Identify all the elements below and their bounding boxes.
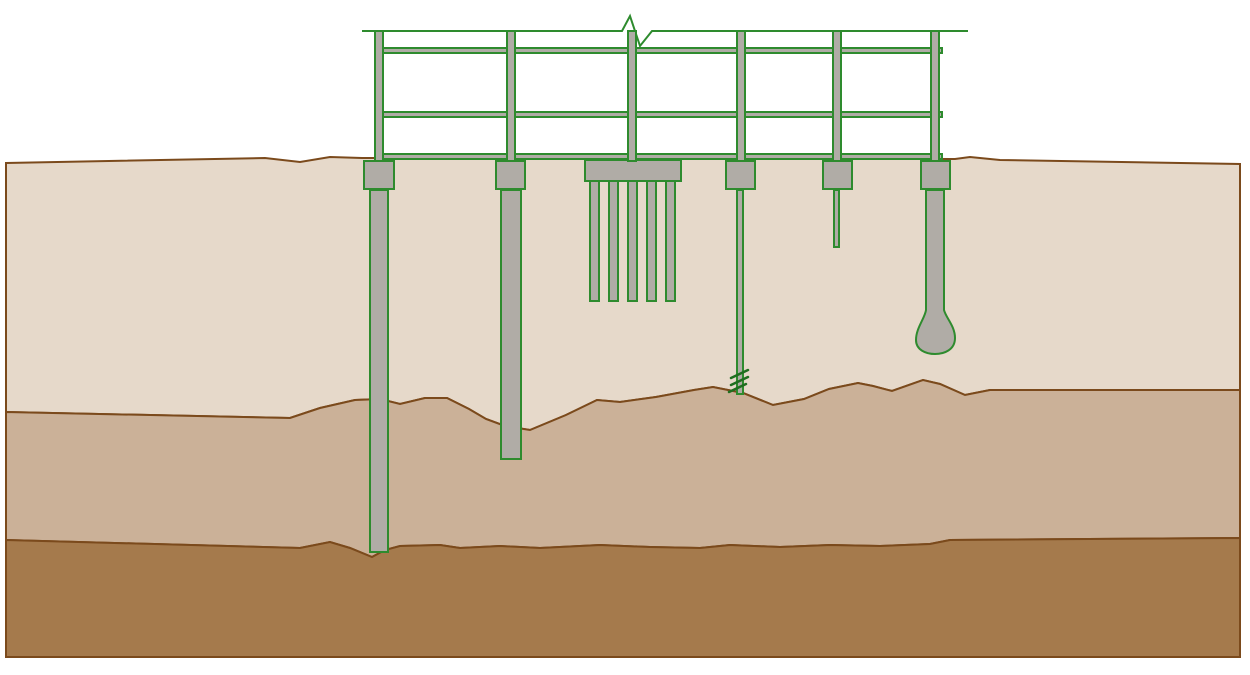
medium-pile-cap	[495, 160, 526, 190]
column-6	[930, 30, 940, 162]
belled-pier-foundation	[914, 160, 957, 356]
deep-pile-shaft	[369, 189, 389, 553]
micropile-cap	[822, 160, 853, 190]
column-5	[832, 30, 842, 162]
column-1	[374, 30, 384, 162]
belled-pier-cap	[920, 160, 951, 190]
medium-pile-shaft	[500, 189, 522, 460]
break-line-icon	[362, 13, 968, 49]
column-4	[736, 30, 746, 162]
column-2	[506, 30, 516, 162]
soil-layers	[5, 155, 1241, 658]
beam-upper	[375, 47, 943, 54]
beam-ground	[375, 153, 943, 160]
belled-pier-shaft	[914, 189, 957, 356]
helical-pile-shaft	[736, 189, 744, 395]
bottom-soil-layer	[5, 536, 1241, 658]
helical-pile-foundation	[725, 160, 756, 395]
pile-group-pile	[608, 180, 619, 302]
deep-pile-foundation	[363, 160, 395, 553]
pile-group-pile	[646, 180, 657, 302]
helical-pile-cap	[725, 160, 756, 190]
pile-group-pile	[665, 180, 676, 302]
pile-group-cap	[584, 159, 682, 182]
beam-middle	[375, 111, 943, 118]
micropile-shaft	[833, 189, 840, 248]
column-3	[627, 30, 637, 162]
pile-group-pile	[627, 180, 638, 302]
foundations	[363, 159, 957, 553]
medium-pile-foundation	[495, 160, 526, 460]
structural-frame	[362, 13, 968, 162]
pile-group-pile	[589, 180, 600, 302]
deep-pile-cap	[363, 160, 395, 190]
helix-icon	[727, 368, 750, 394]
pile-group-foundation	[584, 159, 682, 302]
